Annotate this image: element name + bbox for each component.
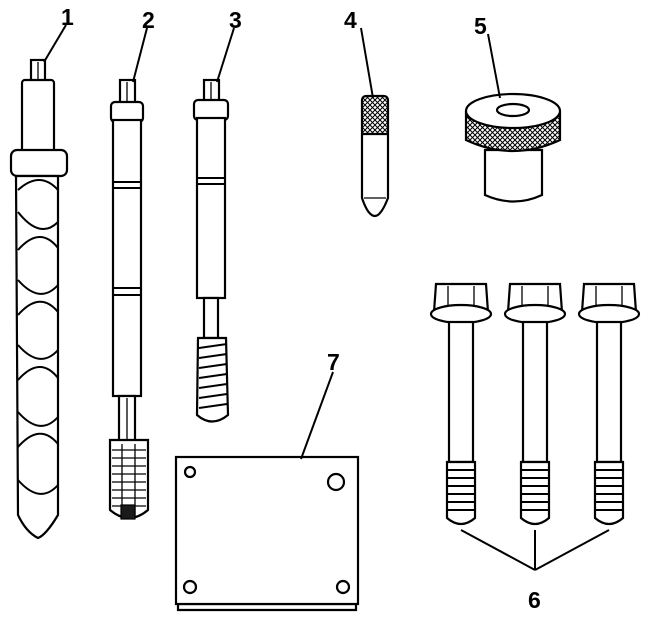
leader-3: [216, 27, 235, 83]
drill-flutes: [14, 174, 60, 540]
bolt-left: [429, 282, 493, 526]
tool-5-knurled-bushing: [464, 92, 562, 203]
callout-7: 7: [327, 349, 340, 375]
leader-5: [487, 33, 501, 99]
drill-collar: [9, 148, 69, 178]
pin-body: [360, 132, 390, 218]
plate-hole: [183, 465, 197, 479]
pin-knurled-end: [360, 94, 390, 138]
callout-2: 2: [142, 7, 155, 33]
tool-2-tap: [108, 78, 150, 520]
tool-7-plate: [174, 455, 360, 612]
leader-6a: [460, 529, 536, 571]
drill-shank: [20, 78, 56, 154]
tool-6-bolts: [429, 282, 641, 526]
leader-4: [360, 27, 374, 99]
bolt-middle: [503, 282, 567, 526]
bushing-sleeve: [483, 148, 544, 203]
leader-6c: [534, 529, 610, 571]
bushing-hole: [495, 102, 531, 118]
chaser-shaft: [195, 116, 227, 300]
bolt-right: [577, 282, 641, 526]
leader-2: [132, 27, 148, 83]
tool-1-twist-drill: [9, 58, 69, 540]
callout-5: 5: [474, 13, 487, 39]
leader-1: [43, 24, 67, 63]
tool-3-thread-chaser: [192, 78, 230, 423]
callout-4: 4: [344, 7, 357, 33]
tap-shaft: [111, 118, 143, 398]
leader-7: [300, 371, 334, 460]
plate-hole: [326, 472, 346, 492]
tool-4-knurled-pin: [360, 94, 390, 218]
callout-1: 1: [61, 4, 74, 30]
leader-lines: [43, 24, 610, 571]
callout-6: 6: [528, 587, 541, 613]
callout-3: 3: [229, 7, 242, 33]
chaser-threads: [195, 336, 230, 423]
plate-hole: [182, 579, 198, 595]
plate-hole: [335, 579, 351, 595]
